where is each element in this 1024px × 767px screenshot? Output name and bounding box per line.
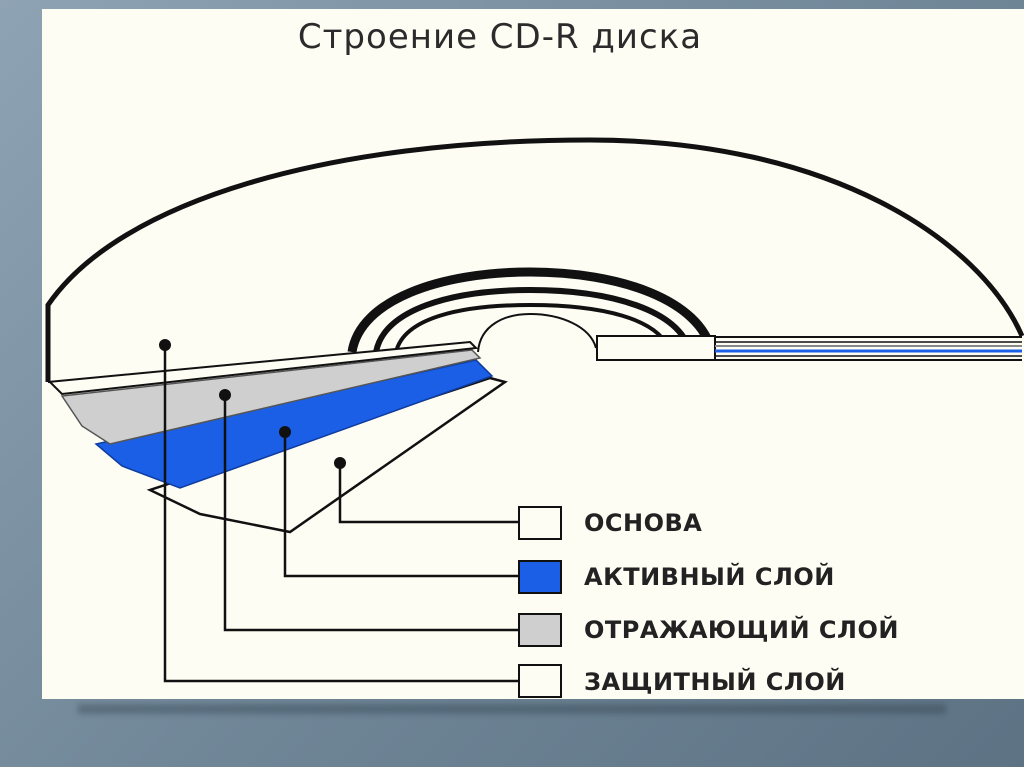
legend: ОСНОВА АКТИВНЫЙ СЛОЙ ОТРАЖАЮЩИЙ СЛОЙ ЗАЩ…: [518, 506, 899, 698]
legend-label-substrate: ОСНОВА: [584, 509, 702, 537]
hub-ring-inner: [394, 302, 672, 353]
legend-swatch-protective-layer: [518, 664, 562, 698]
center-hole: [477, 312, 597, 353]
hub-section-block: [596, 335, 716, 361]
legend-label-reflective-layer: ОТРАЖАЮЩИЙ СЛОЙ: [584, 615, 899, 644]
legend-swatch-reflective-layer: [518, 613, 562, 647]
hub-ring-outer: [347, 267, 717, 354]
hub-ring-middle: [373, 286, 693, 353]
legend-item-reflective-layer: ОТРАЖАЮЩИЙ СЛОЙ: [518, 613, 899, 647]
leader-substrate: [334, 457, 518, 524]
legend-item-protective-layer: ЗАЩИТНЫЙ СЛОЙ: [518, 664, 846, 698]
legend-swatch-active-layer: [518, 560, 562, 594]
reflective-layer-wedge: [60, 349, 482, 445]
diagram-title: Строение CD-R диска: [297, 17, 703, 57]
protective-layer-wedge: [47, 340, 479, 396]
legend-item-substrate: ОСНОВА: [518, 506, 702, 540]
leader-active-layer: [279, 426, 518, 578]
legend-item-active-layer: АКТИВНЫЙ СЛОЙ: [518, 560, 835, 594]
disc-outer-edge: [45, 137, 1024, 382]
legend-label-protective-layer: ЗАЩИТНЫЙ СЛОЙ: [584, 667, 846, 696]
card-shadow: [78, 704, 946, 714]
legend-swatch-substrate: [518, 506, 562, 540]
leader-protective-layer: [159, 339, 518, 683]
legend-label-active-layer: АКТИВНЫЙ СЛОЙ: [584, 562, 835, 591]
leader-reflective-layer: [219, 389, 518, 632]
